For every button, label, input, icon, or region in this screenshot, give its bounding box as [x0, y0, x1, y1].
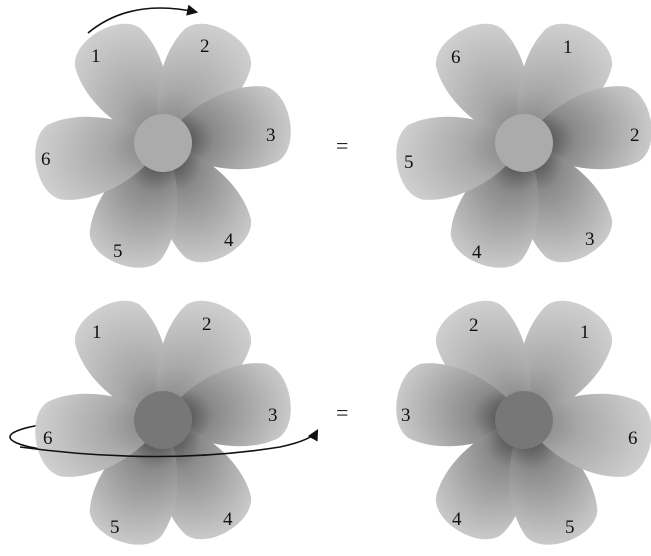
hub-circle: [134, 114, 192, 172]
flower-bottom-right: 2 1 6 5 4 3: [396, 300, 651, 545]
propeller-blade: [156, 23, 251, 143]
petal-label: 3: [585, 229, 595, 250]
petal-label: 2: [200, 36, 210, 57]
propeller-blade: [75, 300, 170, 420]
petal-label: 1: [563, 37, 573, 58]
petal-label: 1: [580, 322, 590, 343]
flower-top-left: 1 2 3 4 5 6: [35, 4, 291, 268]
petal-label: 2: [202, 314, 212, 335]
propeller-blade: [89, 420, 178, 545]
propeller-blade: [35, 393, 163, 477]
petal-label: 6: [628, 428, 638, 449]
petal-group: [35, 300, 291, 545]
petal-group: [396, 300, 651, 545]
petal-group: [35, 23, 291, 268]
petal-label: 2: [469, 315, 479, 336]
propeller-blade: [163, 363, 291, 447]
propeller-blade: [517, 23, 612, 143]
petal-label: 3: [266, 125, 276, 146]
petal-label: 6: [451, 47, 461, 68]
petal-label: 5: [113, 241, 123, 262]
petal-label: 4: [223, 509, 233, 530]
propeller-blade: [524, 86, 651, 170]
propeller-blade: [156, 300, 251, 420]
petal-label: 4: [452, 509, 462, 530]
propeller-blade: [163, 86, 291, 170]
hub-circle: [134, 391, 192, 449]
propeller-blade: [89, 143, 178, 268]
propeller-blade: [524, 393, 651, 477]
propeller-blade: [75, 23, 170, 143]
rotation-arrow: [87, 4, 199, 34]
propeller-blade: [396, 116, 524, 200]
propeller-blade: [436, 23, 531, 143]
equals-sign: =: [336, 400, 348, 425]
propeller-blade: [517, 143, 612, 263]
propeller-blade: [35, 116, 163, 200]
petal-group: [396, 23, 651, 268]
propeller-blade: [517, 300, 612, 420]
hub-circle: [495, 391, 553, 449]
petal-label: 5: [404, 152, 414, 173]
petal-label: 2: [630, 125, 640, 146]
propeller-blade: [509, 420, 598, 545]
petal-label: 4: [472, 242, 482, 263]
petal-label: 1: [91, 46, 101, 67]
propeller-blade: [436, 300, 531, 420]
flower-bottom-left: 1 2 3 4 5 6: [9, 300, 319, 545]
petal-label: 5: [110, 517, 120, 538]
petal-label: 6: [41, 149, 51, 170]
flip-ellipse-front: [19, 429, 319, 458]
propeller-blade: [450, 143, 539, 268]
flower-top-right: 6 1 2 3 4 5: [396, 23, 651, 268]
propeller-blade: [156, 143, 251, 263]
petal-label: 3: [268, 405, 278, 426]
petal-label: 5: [565, 517, 575, 538]
petal-label: 3: [401, 405, 411, 426]
propeller-blade: [156, 420, 251, 540]
petal-label: 4: [224, 230, 234, 251]
petal-label: 1: [92, 322, 102, 343]
equals-sign: =: [336, 133, 348, 158]
propeller-blade: [436, 420, 531, 540]
propeller-blade: [396, 363, 524, 447]
petal-label: 6: [43, 428, 53, 449]
hub-circle: [495, 114, 553, 172]
